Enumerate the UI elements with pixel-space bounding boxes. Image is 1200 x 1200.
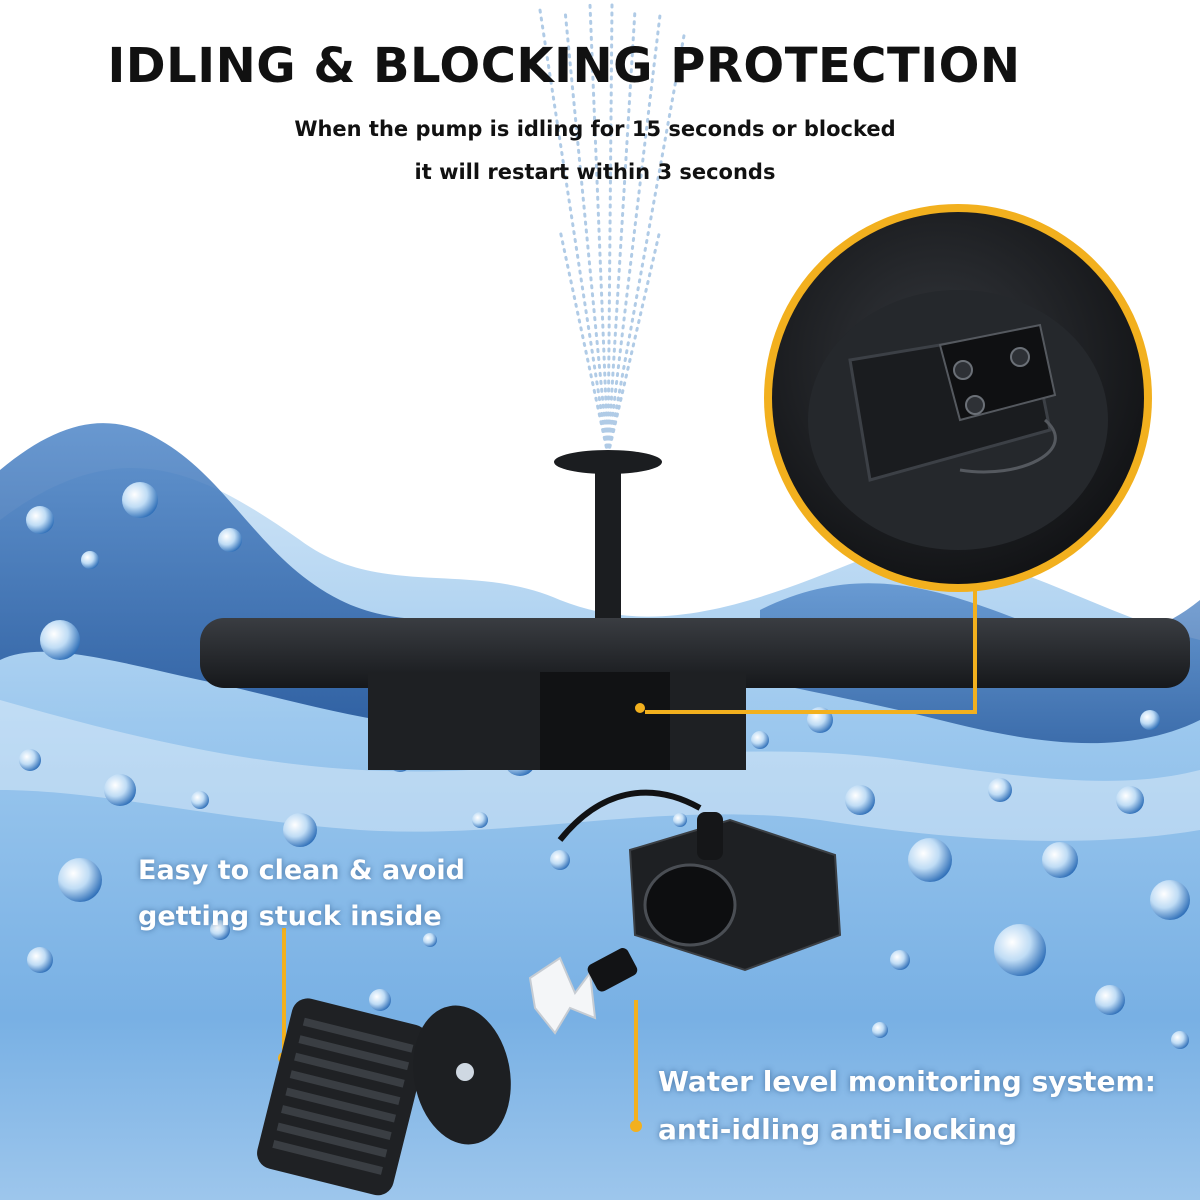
zoom-detail-circle [764,204,1152,592]
callout-water-level-line-2: anti-idling anti-locking [658,1113,1018,1146]
subtitle-line-2: it will restart within 3 seconds [414,160,776,184]
floating-fountain [200,450,1190,770]
pump-parts [257,789,842,1196]
callout-easy-clean-line-1: Easy to clean & avoid [138,855,465,886]
callout-easy-clean: Easy to clean & avoid getting stuck insi… [138,848,465,940]
fountain-spray [538,3,687,457]
page-title: IDLING & BLOCKING PROTECTION [107,38,1021,94]
callout-water-level-line-1: Water level monitoring system: [658,1065,1156,1098]
water-bubbles [19,482,1190,1049]
subtitle-line-1: When the pump is idling for 15 seconds o… [294,117,896,141]
callout-easy-clean-line-2: getting stuck inside [138,901,442,932]
callout-water-level: Water level monitoring system: anti-idli… [658,1058,1156,1154]
leader-lines [282,588,977,1122]
